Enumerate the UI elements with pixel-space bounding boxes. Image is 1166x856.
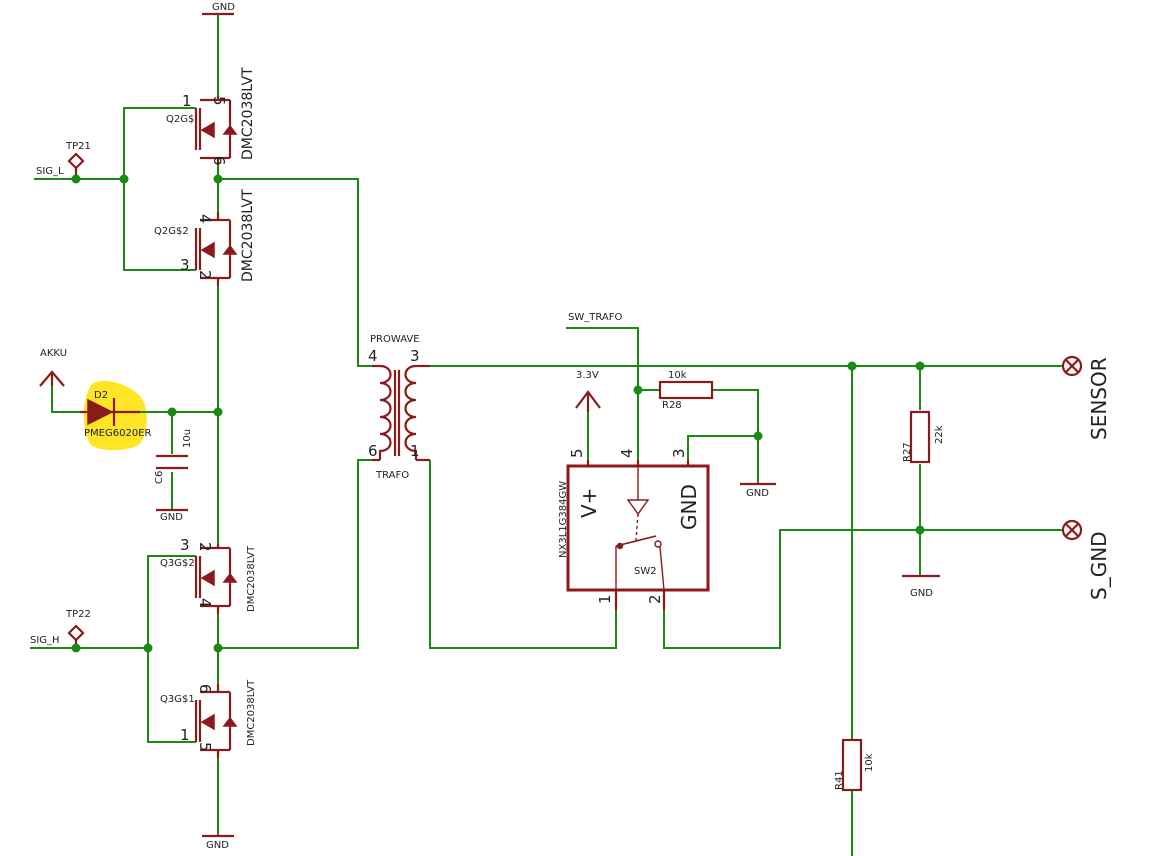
svg-text:6: 6: [196, 684, 214, 694]
svg-text:1: 1: [596, 594, 614, 604]
capacitor-c6: C6 10u: [154, 429, 193, 484]
mosfet-q3-a: 3 2 4 Q3G$2 DMC2038LVT: [160, 536, 257, 614]
svg-text:6: 6: [368, 442, 378, 460]
diode-name: D2: [94, 390, 108, 401]
svg-text:1: 1: [180, 726, 190, 744]
switch-ic-part: NX3L1G384GW: [558, 481, 569, 558]
svg-text:4: 4: [196, 598, 214, 608]
svg-text:2: 2: [646, 594, 664, 604]
mosfet-q2-b: 3 4 2 Q2G$2 DMC2038LVT: [154, 189, 256, 286]
svg-text:2: 2: [196, 270, 214, 280]
gnd-label-cap: GND: [160, 512, 183, 523]
mosfet-q3-b-name: Q3G$1: [160, 694, 195, 705]
diode-highlight: [83, 380, 147, 451]
gnd-label-bottom: GND: [206, 840, 229, 851]
wires: [30, 14, 1062, 856]
sensor-label: SENSOR: [1087, 357, 1111, 440]
mosfet-q3-b: 1 6 5 Q3G$1 DMC2038LVT: [160, 679, 257, 758]
transformer-name: PROWAVE: [370, 334, 420, 345]
capacitor-name: C6: [154, 471, 165, 484]
svg-text:2: 2: [196, 542, 214, 552]
resistor-r28-name: R28: [662, 400, 682, 411]
mosfet-q3-b-part: DMC2038LVT: [246, 679, 257, 746]
gnd-label-r27: GND: [910, 588, 933, 599]
resistor-r27: R27 22k: [902, 410, 945, 464]
net-label-sig-h: SIG_H: [30, 635, 60, 646]
switch-ic-vplus: V+: [577, 488, 601, 518]
testpoint-tp21: TP21: [65, 141, 91, 175]
net-label-sig-l: SIG_L: [36, 166, 64, 177]
supply-3v3-arrow: 3.3V: [575, 370, 601, 412]
mosfet-q2-a-name: Q2G$: [166, 114, 194, 125]
resistor-r41: R41 10k: [834, 738, 875, 792]
gnd-symbol-switch: GND: [740, 482, 776, 499]
transformer-label: TRAFO: [375, 470, 409, 481]
gnd-label-switch: GND: [746, 488, 769, 499]
net-label-sw-trafo: SW_TRAFO: [568, 312, 622, 323]
supply-3v3-label: 3.3V: [576, 370, 599, 381]
testpoint-tp22: TP22: [65, 609, 91, 644]
switch-ic-gnd: GND: [677, 484, 701, 530]
junctions: [71, 174, 925, 653]
svg-text:4: 4: [368, 347, 378, 365]
mosfet-q2-a-part: DMC2038LVT: [240, 67, 256, 160]
connector-sensor: SENSOR: [1061, 355, 1111, 440]
mosfet-q3-a-name: Q3G$2: [160, 558, 195, 569]
svg-text:3: 3: [670, 448, 688, 458]
resistor-r27-name: R27: [902, 442, 913, 462]
transformer: PROWAVE TRAFO 4 3 6 1: [368, 334, 430, 481]
switch-ic: 5 4 3 1 2 V+ GND NX3L1G384GW SW2: [558, 448, 710, 610]
svg-text:1: 1: [410, 442, 420, 460]
svg-text:5: 5: [210, 96, 228, 106]
resistor-r41-value: 10k: [864, 753, 875, 772]
svg-text:3: 3: [410, 347, 420, 365]
gnd-symbol-bottom: GND: [202, 834, 234, 851]
svg-text:5: 5: [196, 742, 214, 752]
tp22-label: TP22: [65, 609, 91, 620]
s-gnd-label: S_GND: [1087, 531, 1111, 600]
mosfet-q2-b-part: DMC2038LVT: [240, 189, 256, 282]
tp21-label: TP21: [65, 141, 91, 152]
gnd-symbol-cap: GND: [156, 508, 188, 523]
svg-text:6: 6: [210, 156, 228, 166]
resistor-r28: 10k R28: [658, 370, 714, 411]
svg-text:3: 3: [180, 256, 190, 274]
diode-part: PMEG6020ER: [84, 428, 151, 439]
capacitor-value: 10u: [182, 429, 193, 448]
resistor-r27-value: 22k: [934, 425, 945, 444]
akku-label: AKKU: [40, 348, 67, 359]
resistor-r41-name: R41: [834, 770, 845, 790]
connector-s-gnd: S_GND: [1061, 519, 1111, 600]
svg-text:3: 3: [180, 536, 190, 554]
svg-text:5: 5: [568, 448, 586, 458]
gnd-label-top: GND: [212, 2, 235, 13]
mosfet-q2-a: 1 5 6 Q2G$ DMC2038LVT: [166, 67, 256, 166]
gnd-symbol-top: GND: [202, 2, 235, 16]
mosfet-q3-a-part: DMC2038LVT: [246, 545, 257, 612]
resistor-r28-value: 10k: [668, 370, 687, 381]
svg-text:4: 4: [618, 448, 636, 458]
gnd-symbol-r27: GND: [902, 574, 940, 599]
svg-text:1: 1: [182, 92, 192, 110]
switch-ic-sw: SW2: [634, 566, 657, 577]
diode-d2: D2 PMEG6020ER: [80, 390, 151, 439]
svg-text:4: 4: [196, 214, 214, 224]
akku-supply-arrow: AKKU: [39, 348, 67, 387]
mosfet-q2-b-name: Q2G$2: [154, 226, 189, 237]
